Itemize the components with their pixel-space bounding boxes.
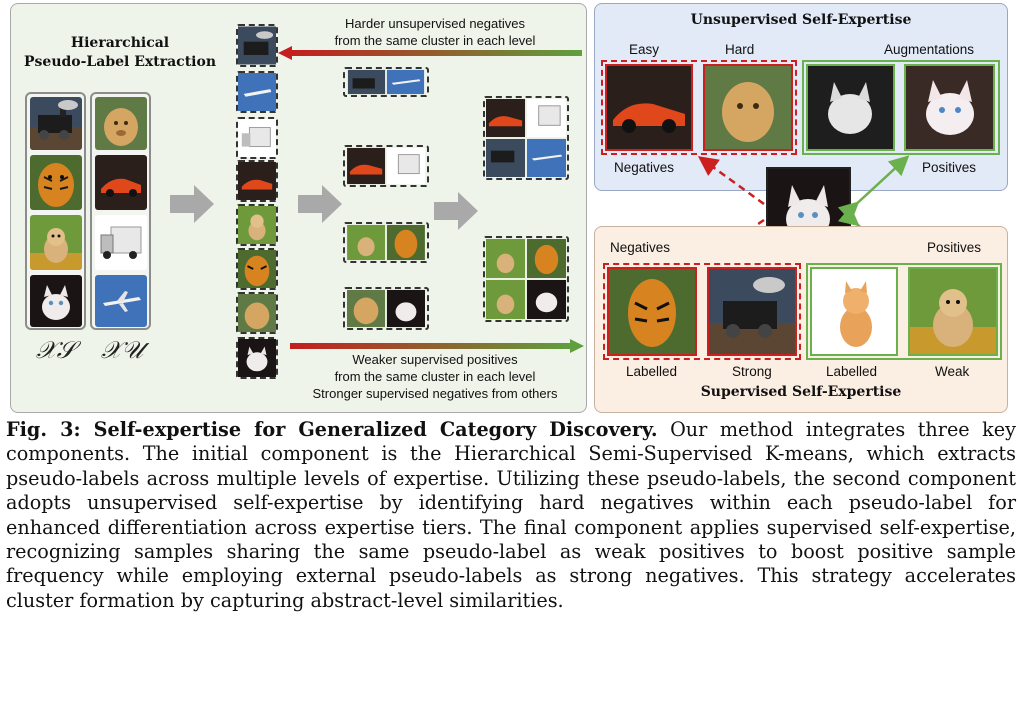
strong-negative-train-image — [707, 267, 797, 356]
labelled-positive-cat-image — [810, 267, 898, 356]
cluster-l3-animals — [483, 236, 569, 322]
bottom-note: Weaker supervised positives from the sam… — [290, 351, 580, 402]
train-image — [30, 97, 82, 150]
labelled-positive-label: Labelled — [826, 364, 878, 379]
labelled-set-symbol: 𝒳𝒮 — [36, 336, 76, 364]
stage-arrow-1 — [170, 185, 214, 223]
top-note: Harder unsupervised negatives from the s… — [290, 15, 580, 49]
lion-image — [95, 97, 147, 150]
unlabelled-set-symbol: 𝒳𝒰 — [101, 336, 144, 364]
figure-caption: Fig. 3: Self-expertise for Generalized C… — [6, 418, 1016, 613]
hard-negative-image — [703, 64, 793, 151]
sup-negatives-group — [603, 263, 801, 360]
cluster-l1-cat — [236, 337, 278, 379]
airplane-image — [95, 275, 147, 327]
truck-image — [95, 215, 147, 270]
weak-positive-dog-image — [908, 267, 998, 356]
unsup-negatives-label: Negatives — [614, 160, 675, 175]
top-note-line1: Harder unsupervised negatives — [345, 16, 525, 31]
bottom-note-line2: from the same cluster in each level — [334, 369, 536, 384]
strong-label: Strong — [732, 364, 772, 379]
figure-label: Fig. 3: Self-expertise for Generalized C… — [6, 418, 658, 441]
augmentations-group — [802, 60, 1000, 155]
cluster-l1-truck — [236, 117, 278, 159]
sup-positives-group — [806, 263, 1002, 360]
cluster-l2-dog-tiger — [343, 222, 429, 263]
cat-image — [30, 275, 82, 327]
unsup-negatives-group — [601, 60, 797, 155]
cluster-l1-train — [236, 24, 278, 67]
cluster-l1-lion — [236, 292, 278, 334]
unsupervised-flow-arrow — [278, 46, 582, 60]
cluster-l1-tiger — [236, 248, 278, 290]
stage-arrow-2 — [298, 185, 342, 223]
augmentations-label: Augmentations — [884, 42, 975, 57]
weak-label: Weak — [935, 364, 970, 379]
cluster-l3-vehicles — [483, 96, 569, 180]
sup-negatives-label: Negatives — [610, 240, 671, 255]
stage-arrow-3 — [434, 192, 478, 230]
sup-positives-label: Positives — [927, 240, 982, 255]
car-image — [95, 155, 147, 210]
labelled-negative-label: Labelled — [626, 364, 678, 379]
unsup-positives-label: Positives — [922, 160, 977, 175]
top-note-line2: from the same cluster in each level — [334, 33, 536, 48]
cluster-l2-lion-cat — [343, 287, 429, 330]
easy-negative-image — [605, 64, 693, 151]
cluster-l1-car — [236, 160, 278, 202]
cluster-l1-dog — [236, 204, 278, 246]
hierarchical-title-line1: Hierarchical — [70, 35, 170, 51]
bottom-note-line3: Stronger supervised negatives from other… — [312, 386, 558, 401]
bottom-note-line1: Weaker supervised positives — [352, 352, 518, 367]
hierarchical-title: Hierarchical Pseudo-Label Extraction — [16, 34, 224, 72]
supervised-flow-arrow — [290, 339, 584, 353]
tiger-image — [30, 155, 82, 210]
augmentation-gray-image — [806, 64, 895, 151]
dog-image — [30, 215, 82, 270]
hard-label: Hard — [725, 42, 755, 57]
labelled-negative-tiger-image — [607, 267, 697, 356]
augmentation-color-image — [904, 64, 995, 151]
supervised-title: Supervised Self-Expertise — [700, 384, 902, 400]
caption-text: Our method integrates three key componen… — [6, 418, 1016, 612]
cluster-l1-airplane — [236, 71, 278, 113]
cluster-l2-car-truck — [343, 145, 429, 187]
hierarchical-title-line2: Pseudo-Label Extraction — [24, 54, 216, 70]
easy-label: Easy — [629, 42, 660, 57]
unsupervised-title: Unsupervised Self-Expertise — [690, 12, 912, 28]
cluster-l2-train-airplane — [343, 67, 429, 97]
